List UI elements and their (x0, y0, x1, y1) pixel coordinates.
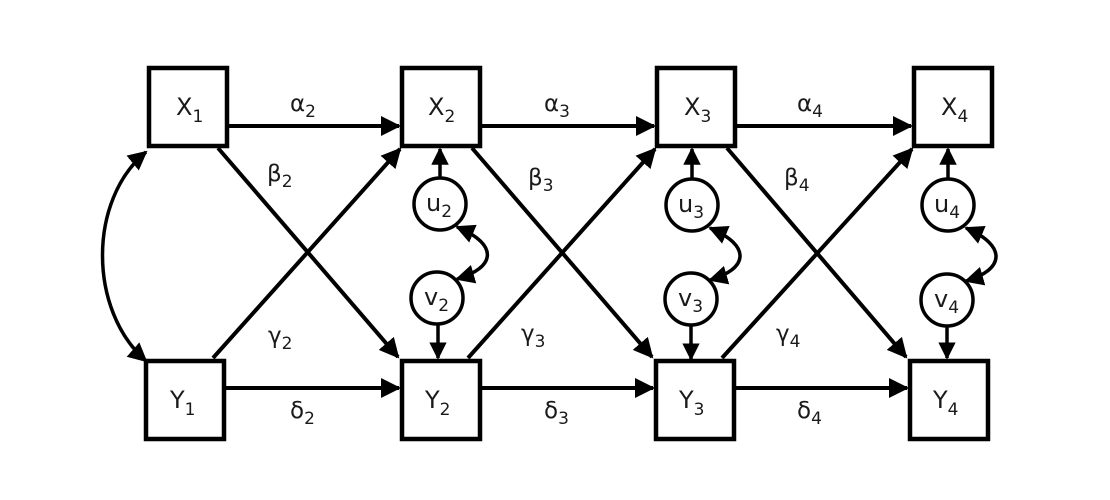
svg-text:u4: u4 (934, 190, 960, 223)
label-gamma-2: γ2 (268, 323, 292, 354)
label-beta-2: β2 (267, 161, 293, 192)
node-x1: X1 (146, 65, 230, 149)
label-alpha-3: α3 (544, 91, 570, 122)
residual-v3: v3 (663, 271, 719, 327)
covariance-u2-v2 (455, 224, 490, 284)
path-gamma-4 (720, 147, 914, 360)
svg-text:X1: X1 (176, 93, 203, 127)
residual-u3: u3 (664, 177, 720, 233)
label-gamma-3: γ3 (521, 321, 545, 352)
node-x2: X2 (399, 65, 483, 149)
edges-layer (100, 116, 998, 398)
svg-text:Y4: Y4 (932, 386, 959, 420)
covariance-x1-y1 (100, 150, 148, 363)
path-gamma-3 (466, 147, 657, 360)
svg-text:X2: X2 (428, 93, 455, 127)
svg-text:Y2: Y2 (424, 386, 451, 420)
svg-text:v3: v3 (678, 284, 703, 317)
node-x4: X4 (911, 65, 995, 149)
node-y4: Y4 (907, 358, 991, 442)
svg-text:Y3: Y3 (678, 386, 705, 420)
svg-text:X4: X4 (941, 93, 968, 127)
svg-text:v2: v2 (424, 283, 449, 316)
svg-text:u2: u2 (426, 189, 452, 222)
label-alpha-2: α2 (290, 91, 316, 122)
node-y3: Y3 (653, 358, 737, 442)
covariance-u3-v3 (708, 225, 742, 285)
label-gamma-4: γ4 (776, 321, 800, 352)
residual-v2: v2 (409, 270, 465, 326)
residual-u4: u4 (920, 177, 976, 233)
residual-v4: v4 (919, 272, 975, 328)
node-y1: Y1 (143, 358, 227, 442)
node-x3: X3 (654, 65, 738, 149)
label-alpha-4: α4 (797, 91, 823, 122)
label-delta-2: δ2 (290, 398, 315, 429)
label-delta-4: δ4 (797, 398, 822, 429)
svg-text:X3: X3 (684, 93, 711, 127)
path-gamma-2 (211, 147, 402, 360)
svg-text:u3: u3 (678, 190, 704, 223)
label-beta-3: β3 (528, 165, 554, 196)
node-y2: Y2 (399, 358, 483, 442)
svg-text:v4: v4 (934, 285, 959, 318)
svg-text:Y1: Y1 (169, 386, 196, 420)
covariance-u4-v4 (964, 225, 998, 286)
label-beta-4: β4 (784, 165, 810, 196)
label-delta-3: δ3 (544, 398, 569, 429)
residual-u2: u2 (412, 176, 468, 232)
